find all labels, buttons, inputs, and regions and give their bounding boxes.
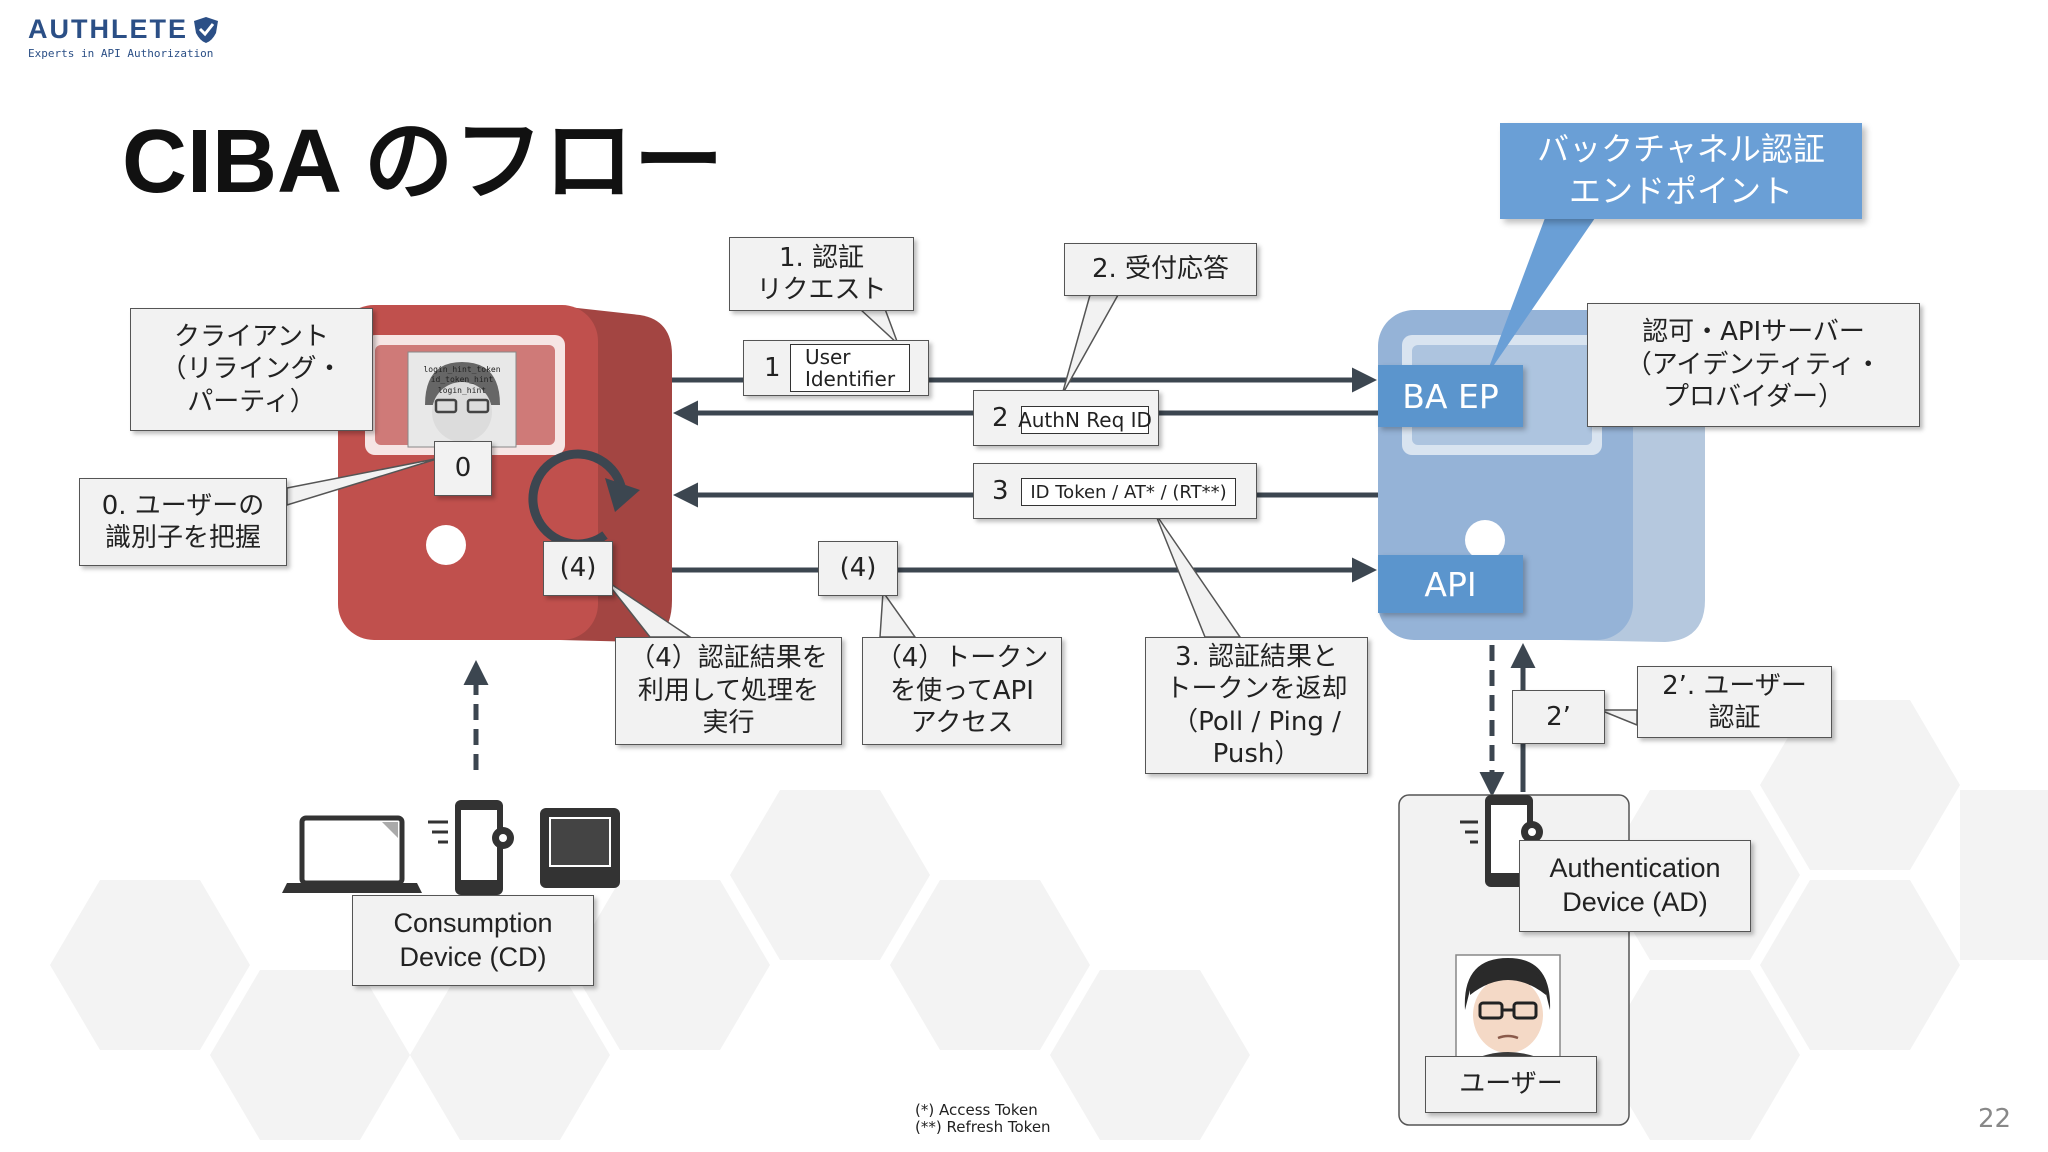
page-title: CIBA のフロー <box>122 112 724 212</box>
client-avatar-icon <box>407 351 517 448</box>
pointer-step2p <box>1599 709 1638 727</box>
smartphone-gear-icon <box>428 800 514 895</box>
step3-number: 3 <box>992 475 1009 506</box>
shield-icon <box>194 17 218 43</box>
pointer-step4b <box>879 589 917 638</box>
step2-frame: 2 <box>973 390 1159 446</box>
brand-logo: AUTHLETE Experts in API Authorization <box>28 14 213 60</box>
token-box: ID Token / AT* / (RT**) <box>1021 478 1236 506</box>
client-label: クライアント （リライング・ パーティ） <box>130 308 373 431</box>
user-label: ユーザー <box>1425 1056 1597 1113</box>
brand-tagline: Experts in API Authorization <box>28 47 214 60</box>
user-avatar-icon <box>1455 954 1561 1061</box>
backchannel-endpoint-callout: バックチャネル認証 エンドポイント <box>1500 123 1862 219</box>
callout-tail <box>1485 218 1595 378</box>
step0-mark: 0 <box>434 441 492 496</box>
step4b-mark: (4) <box>818 541 898 596</box>
pointer-step0 <box>286 457 441 507</box>
footnote: (*) Access Token (**) Refresh Token <box>915 1101 1051 1137</box>
step4b-label: （4）トークン を使ってAPI アクセス <box>862 637 1062 745</box>
step3-label: 3. 認証結果と トークンを返却 （Poll / Ping / Push） <box>1145 637 1368 774</box>
step2p-mark: 2’ <box>1512 690 1605 744</box>
pointer-step1 <box>858 308 899 345</box>
authn-req-id-box: AuthN Req ID <box>1018 406 1152 434</box>
step2-number: 2 <box>992 402 1009 433</box>
step1-label: 1. 認証 リクエスト <box>729 237 914 311</box>
authentication-device-label: Authentication Device (AD) <box>1519 840 1751 932</box>
server-label: 認可・APIサーバー （アイデンティティ・ プロバイダー） <box>1587 303 1920 427</box>
page-number: 22 <box>1978 1104 2012 1134</box>
brand-name: AUTHLETE <box>28 14 188 44</box>
api-tag: API <box>1378 555 1523 613</box>
baep-tag: BA EP <box>1378 365 1523 427</box>
login-hint-text: login_hint_token id_token_hint login_hin… <box>423 365 501 395</box>
step2-label: 2. 受付応答 <box>1064 243 1257 296</box>
monitor-icon <box>540 808 620 888</box>
step1-number: 1 <box>764 352 781 383</box>
user-identifier-box: User Identifier <box>790 344 910 392</box>
step0-label: 0. ユーザーの 識別子を把握 <box>79 478 287 566</box>
step4a-label: （4）認証結果を 利用して処理を 実行 <box>615 637 842 745</box>
laptop-icon <box>282 815 422 893</box>
step2p-label: 2’. ユーザー 認証 <box>1637 666 1832 738</box>
step4a-mark: (4) <box>543 541 613 596</box>
pointer-step3 <box>1154 512 1242 638</box>
consumption-device-label: Consumption Device (CD) <box>352 895 594 986</box>
